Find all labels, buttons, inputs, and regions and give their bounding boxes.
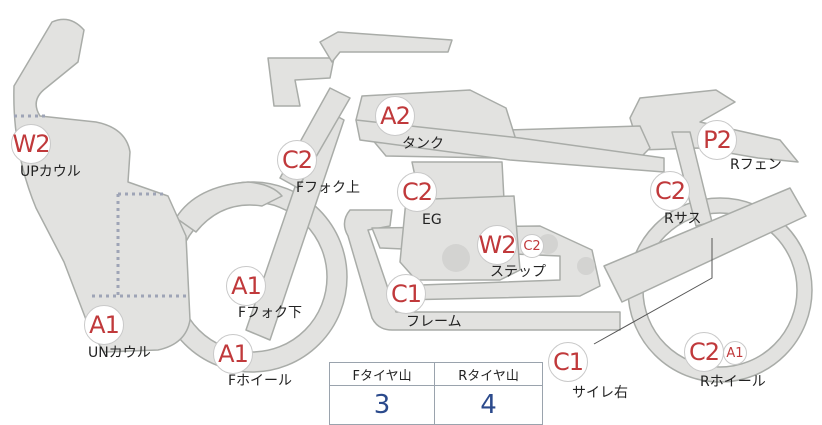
un-cowl-label: UNカウル [88, 345, 151, 361]
tank-grade-badge: A2 [375, 96, 415, 136]
un-cowl-grade-badge: A1 [84, 305, 124, 345]
f-fork-upper-grade-badge: C2 [277, 140, 317, 180]
front-tread-header: Fタイヤ山 [328, 362, 436, 386]
f-fork-lower-grade-badge: A1 [226, 266, 266, 306]
engine-bolt-shape [577, 257, 595, 275]
silencer-leader-line [593, 238, 713, 345]
rear-tread-header: Rタイヤ山 [434, 362, 543, 386]
tire-tread-table: Fタイヤ山 Rタイヤ山 3 4 [328, 362, 543, 425]
r-wheel-sub-grade-badge: A1 [723, 341, 747, 365]
r-suspension-label: Rサス [664, 211, 702, 227]
front-fender-shape [175, 181, 283, 233]
cowl-shape [13, 18, 191, 353]
f-wheel-label: Fホイール [228, 373, 293, 389]
r-suspension-grade-badge: C2 [650, 171, 690, 211]
front-tread-value: 3 [328, 385, 436, 425]
tank-label: タンク [402, 136, 444, 152]
f-fork-lower-label: Fフォク下 [238, 305, 303, 321]
frame-label: フレーム [406, 314, 462, 330]
silencer-right-label: サイレ右 [572, 385, 628, 401]
step-label: ステップ [490, 264, 546, 280]
r-fender-grade-badge: P2 [697, 120, 737, 160]
silencer-right-grade-badge: C1 [548, 342, 588, 382]
frame-shape [343, 209, 621, 331]
f-wheel-grade-badge: A1 [213, 334, 253, 374]
r-wheel-grade-badge: C2 [684, 332, 724, 372]
up-cowl-grade-badge: W2 [11, 124, 51, 164]
r-wheel-label: Rホイール [700, 374, 766, 390]
f-fork-upper-label: Fフォク上 [296, 180, 361, 196]
frame-grade-badge: C1 [386, 274, 426, 314]
up-cowl-label: UPカウル [20, 164, 81, 180]
engine-grade-badge: C2 [397, 172, 437, 212]
r-fender-label: Rフェン [730, 157, 782, 173]
handlebar-shape [319, 31, 453, 63]
step-grade-badge: W2 [477, 225, 517, 265]
silencer-shape [603, 187, 807, 303]
engine-label: EG [422, 212, 442, 228]
step-sub-grade-badge: C2 [520, 234, 544, 258]
engine-bolt-shape [442, 244, 470, 272]
rear-tread-value: 4 [434, 385, 543, 425]
